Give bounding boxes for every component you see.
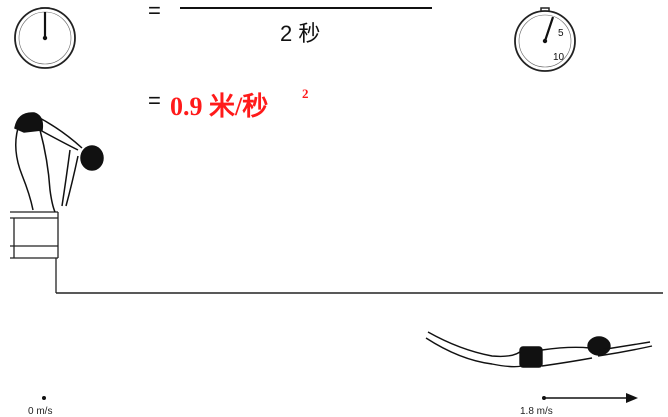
fraction-denominator: 2 秒 xyxy=(280,21,321,46)
diver-on-block-figure xyxy=(14,112,104,213)
clock-number-5: 5 xyxy=(558,28,564,39)
equals-sign-result: = xyxy=(148,88,161,113)
starting-block xyxy=(10,211,59,293)
acceleration-exponent: 2 xyxy=(302,86,309,101)
fraction-bar xyxy=(180,7,432,9)
clock-number-10: 10 xyxy=(553,52,565,63)
start-position-dot xyxy=(42,396,46,400)
end-stopwatch-icon xyxy=(514,7,576,72)
acceleration-result: 0.9 米/秒 xyxy=(170,92,269,121)
velocity-arrow xyxy=(544,393,638,403)
end-speed-label: 1.8 m/s xyxy=(520,406,553,417)
equals-sign-top: = xyxy=(148,0,161,23)
swimmer-gliding-figure xyxy=(425,331,653,368)
start-speed-label: 0 m/s xyxy=(28,406,52,417)
start-stopwatch-icon xyxy=(14,7,76,69)
